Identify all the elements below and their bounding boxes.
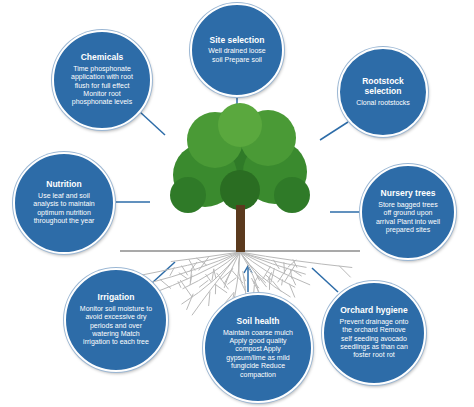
topic-circle: NutritionUse leaf and soil analysis to m… bbox=[13, 152, 115, 254]
circle-body: Store bagged trees off ground upon arriv… bbox=[374, 201, 443, 235]
topic-circle: ChemicalsTime phosphonate application wi… bbox=[52, 30, 152, 130]
tree-canopy bbox=[170, 103, 310, 252]
circle-body: Time phosphonate application with root f… bbox=[66, 65, 138, 107]
circle-heading: Chemicals bbox=[66, 53, 138, 63]
circle-heading: Soil health bbox=[219, 317, 298, 327]
circle-text: Site selectionWell drained loose soil Pr… bbox=[203, 36, 271, 65]
circle-heading: Irrigation bbox=[79, 293, 154, 303]
circle-text: Soil healthMaintain coarse mulch Apply g… bbox=[219, 317, 298, 379]
circle-heading: Rootstock selection bbox=[351, 77, 416, 97]
circle-body: Monitor soil moisture to avoid excessive… bbox=[79, 305, 154, 347]
topic-circle: Site selectionWell drained loose soil Pr… bbox=[190, 3, 284, 97]
circle-text: Nursery treesStore bagged trees off grou… bbox=[374, 189, 443, 234]
circle-heading: Orchard hygiene bbox=[337, 306, 412, 316]
circle-body: Prevent drainage onto the orchard Remove… bbox=[337, 318, 412, 360]
circle-text: Orchard hygienePrevent drainage onto the… bbox=[337, 306, 412, 360]
circle-body: Clonal rootstocks bbox=[351, 99, 416, 107]
circle-text: IrrigationMonitor soil moisture to avoid… bbox=[79, 293, 154, 347]
circle-body: Maintain coarse mulch Apply good quality… bbox=[219, 329, 298, 379]
circle-text: NutritionUse leaf and soil analysis to m… bbox=[28, 180, 101, 225]
topic-circle: Orchard hygienePrevent drainage onto the… bbox=[322, 281, 426, 385]
circle-heading: Site selection bbox=[203, 36, 271, 46]
circle-text: Rootstock selectionClonal rootstocks bbox=[351, 77, 416, 107]
circle-body: Well drained loose soil Prepare soil bbox=[203, 47, 271, 64]
topic-circle: Rootstock selectionClonal rootstocks bbox=[338, 47, 428, 137]
circle-body: Use leaf and soil analysis to maintain o… bbox=[28, 192, 101, 226]
leader-lines bbox=[116, 96, 360, 292]
topic-circle: Soil healthMaintain coarse mulch Apply g… bbox=[203, 293, 313, 403]
circle-heading: Nursery trees bbox=[374, 189, 443, 199]
topic-circle: IrrigationMonitor soil moisture to avoid… bbox=[64, 268, 168, 372]
topic-circle: Nursery treesStore bagged trees off grou… bbox=[360, 164, 456, 260]
circle-heading: Nutrition bbox=[28, 180, 101, 190]
circle-text: ChemicalsTime phosphonate application wi… bbox=[66, 53, 138, 107]
